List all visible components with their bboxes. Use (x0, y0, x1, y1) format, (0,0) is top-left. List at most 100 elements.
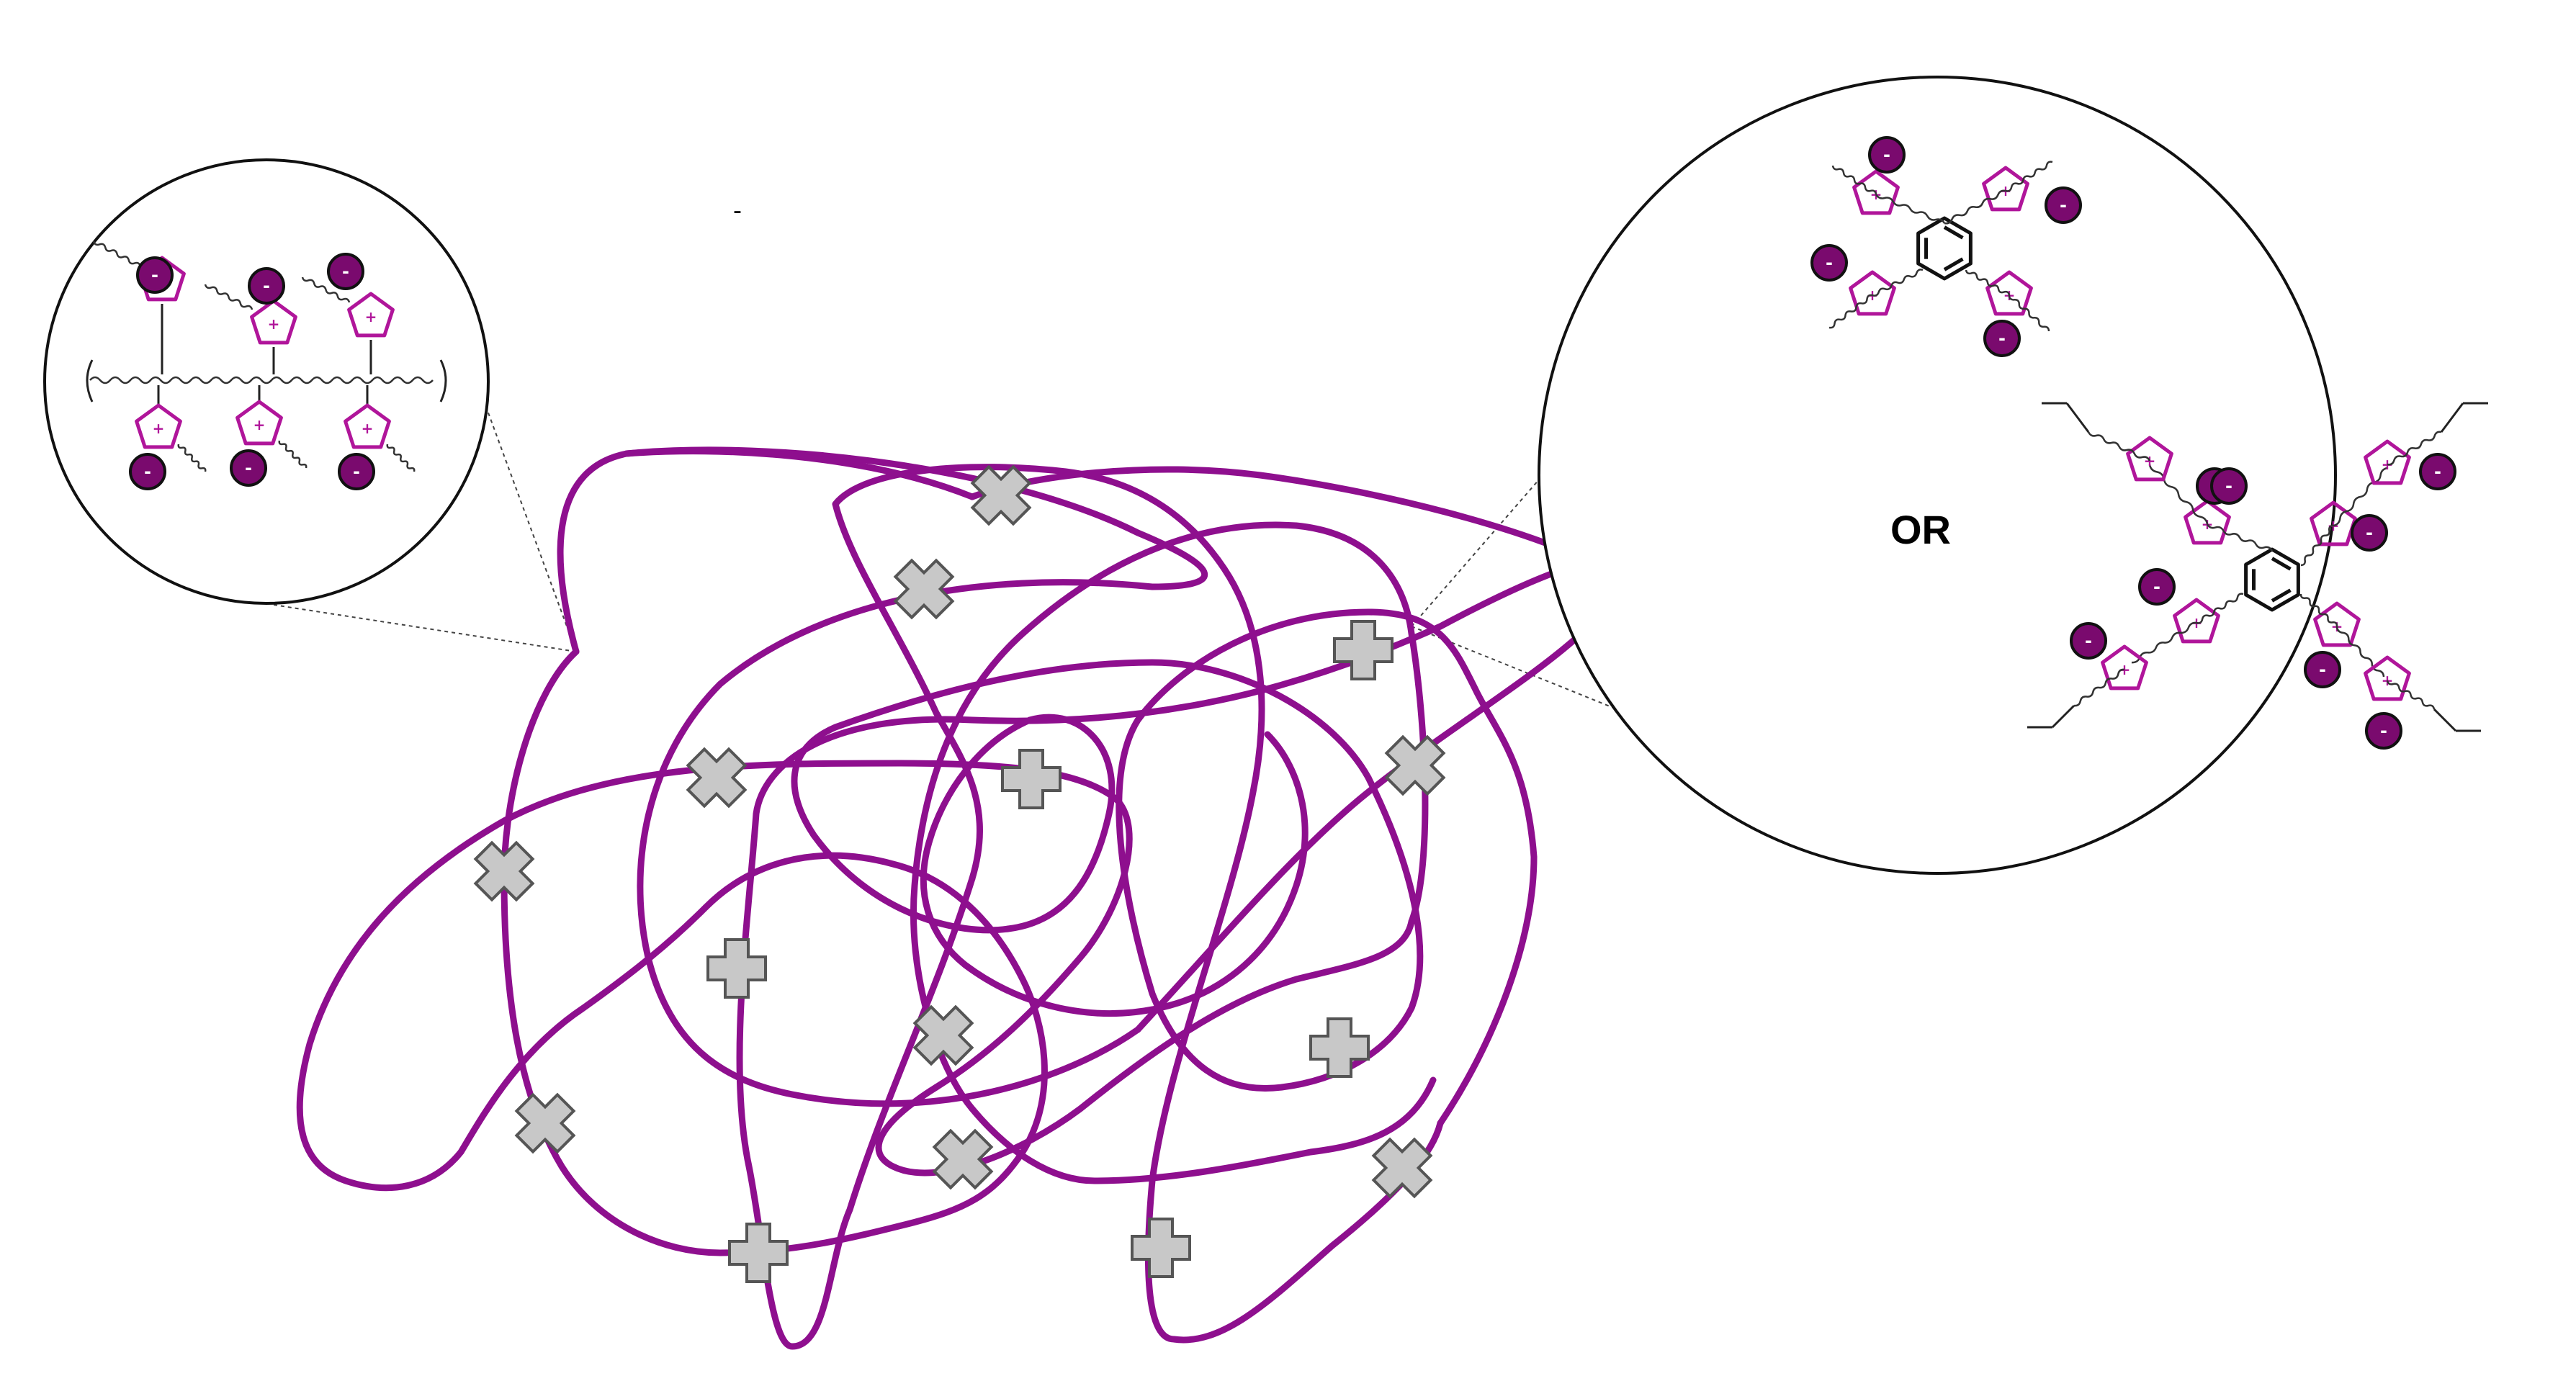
polymer-strand (296, 760, 1133, 1192)
svg-text:-: - (1826, 253, 1833, 273)
cation-ring-icon: + (235, 400, 283, 446)
svg-text:+: + (153, 420, 165, 437)
svg-text:-: - (342, 261, 349, 282)
crosslink-icon (728, 1223, 789, 1283)
vinyl-group (2433, 708, 2457, 732)
anion-icon: - (2419, 453, 2456, 490)
alkyl-chain (1944, 189, 2006, 225)
vinyl-group (2051, 704, 2075, 729)
svg-text:-: - (353, 462, 360, 482)
alkyl-chain (2206, 523, 2274, 552)
svg-text:-: - (1883, 145, 1890, 165)
anion-icon: - (2210, 467, 2248, 505)
alkyl-chain (2335, 626, 2385, 678)
crosslink-icon (1384, 734, 1446, 796)
svg-text:-: - (245, 458, 252, 478)
crosslink-icon (893, 558, 955, 620)
cation-ring-icon: + (347, 292, 395, 338)
alkyl-chain (2073, 668, 2125, 707)
anion-icon: - (248, 267, 285, 305)
benzene-ring-icon (1916, 216, 1973, 281)
crosslink-icon (706, 938, 767, 999)
alkyl-chain (2299, 593, 2338, 627)
alkyl-chain (2131, 621, 2197, 664)
zoom-circle-linear-polymer: +-+-+-+-+-+- (43, 158, 490, 605)
alkyl-chain (1965, 269, 2011, 296)
alkyl-chain (2386, 680, 2436, 710)
polymer-strand (910, 521, 1429, 1112)
crosslink-icon (1001, 749, 1062, 809)
alkyl-chain (1831, 165, 1877, 195)
polymer-strand (736, 557, 1625, 1350)
alkyl-chain (1872, 269, 1924, 297)
crosslinks (473, 464, 1446, 1283)
anion-icon: - (327, 253, 364, 290)
svg-text:-: - (151, 265, 158, 285)
svg-text:-: - (2319, 660, 2326, 680)
alkyl-chain (2387, 431, 2442, 466)
cation-ring-icon: + (2364, 439, 2411, 485)
alkyl-chain (2148, 464, 2209, 525)
anion-icon: - (1868, 136, 1906, 174)
or-label: OR (1890, 507, 1951, 552)
anion-icon: - (129, 453, 166, 490)
polymer-strand (623, 448, 976, 500)
alkyl-chain (2005, 161, 2053, 192)
benzene-ring-icon (2244, 547, 2300, 612)
alkyl-chain (2087, 431, 2151, 462)
polymer-strand (969, 466, 1624, 580)
zoom-circle-crosslinkers: +-+-+-+-+-+-+-+-+-+-+-+- OR (1538, 76, 2488, 875)
svg-text:-: - (1998, 328, 2006, 348)
polymer-backbone (89, 376, 434, 384)
crosslink-icon (473, 840, 535, 902)
svg-text:-: - (2380, 721, 2387, 741)
alkyl-chain (2008, 294, 2050, 332)
anion-icon: - (1983, 320, 2021, 357)
svg-text:-: - (2085, 631, 2092, 651)
anion-icon: - (2138, 568, 2176, 606)
stray-mark: - (733, 195, 742, 225)
svg-text:-: - (2434, 462, 2441, 482)
svg-text:-: - (2225, 476, 2232, 496)
alkyl-chain (1875, 194, 1946, 224)
alkyl-chain (1828, 294, 1873, 329)
svg-text:-: - (2153, 577, 2160, 597)
crosslink-icon (1371, 1137, 1433, 1199)
polymer-strand (501, 648, 1048, 1256)
polymer-strand (875, 918, 1415, 1177)
svg-text:+: + (365, 308, 377, 325)
vinyl-group (2440, 402, 2464, 433)
alkyl-chain (2333, 467, 2388, 527)
anion-icon: - (230, 449, 267, 487)
alkyl-chain (2300, 524, 2334, 567)
anion-icon: - (2351, 514, 2388, 552)
anion-icon: - (338, 453, 375, 490)
crosslink-icon (514, 1092, 576, 1154)
backbone-bracket-right (439, 359, 447, 402)
cation-ring-icon: + (344, 403, 391, 449)
anion-icon: - (2304, 651, 2341, 688)
polymer-strand (1116, 608, 1538, 1127)
crosslink-icon (1131, 1218, 1191, 1278)
alkyl-chain (204, 284, 253, 310)
anion-icon: - (136, 256, 174, 294)
anion-icon: - (1810, 244, 1848, 282)
alkyl-chain (2196, 593, 2244, 624)
svg-text:+: + (362, 420, 374, 437)
anion-icon: - (2070, 622, 2107, 660)
polymer-strand (920, 716, 1309, 1017)
alkyl-chain (177, 444, 207, 472)
polymer-strand (969, 1076, 1437, 1184)
svg-text:+: + (253, 416, 266, 433)
crosslink-icon (970, 464, 1032, 526)
polymer-strand (791, 659, 1372, 934)
cation-ring-icon: + (135, 403, 182, 449)
svg-text:-: - (144, 462, 151, 482)
crosslink-icon (912, 1004, 974, 1066)
svg-text:-: - (263, 276, 270, 296)
crosslink-icon (932, 1128, 994, 1190)
cation-ring-icon: + (250, 299, 297, 345)
backbone-bracket-left (86, 359, 94, 402)
crosslink-icon (686, 747, 748, 809)
